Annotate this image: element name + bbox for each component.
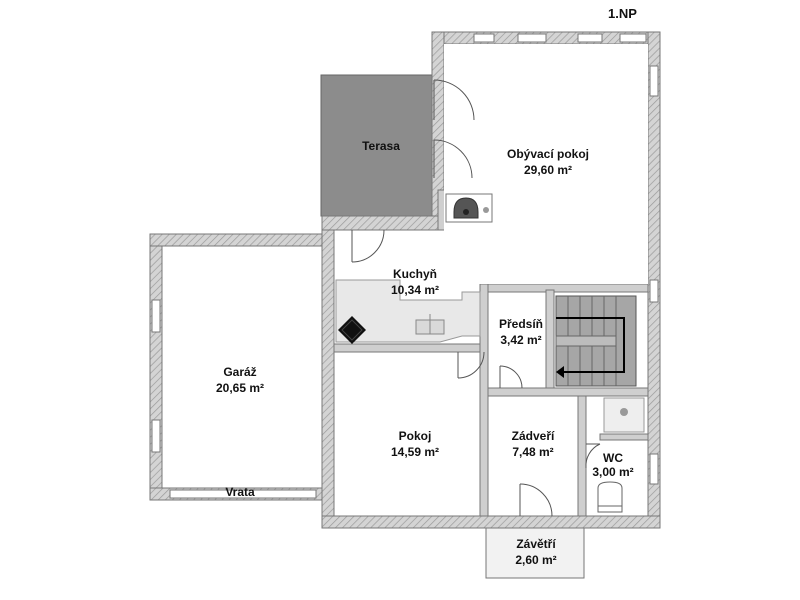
vestibule-area: 7,48 m² bbox=[512, 445, 553, 459]
porch-area bbox=[485, 526, 585, 579]
wc-label: WC bbox=[603, 451, 623, 465]
terrace-label: Terasa bbox=[362, 139, 400, 153]
kitchen-counter bbox=[335, 279, 481, 343]
kitchen-area: 10,34 m² bbox=[391, 283, 439, 297]
wc-area: 3,00 m² bbox=[592, 465, 633, 479]
garage-label: Garáž bbox=[223, 365, 256, 379]
garage-area: 20,65 m² bbox=[216, 381, 264, 395]
stair-arrow-icon bbox=[556, 366, 564, 378]
hob-icon bbox=[338, 316, 366, 344]
predsin-door bbox=[499, 365, 523, 389]
vestibule-label: Zádveří bbox=[512, 429, 555, 443]
living-room-floor-2 bbox=[500, 220, 648, 284]
kitchen-label: Kuchyň bbox=[393, 267, 437, 281]
pokoj-door bbox=[457, 351, 485, 379]
staircase bbox=[555, 295, 637, 387]
wc-door bbox=[585, 443, 601, 469]
hall-area: 3,42 m² bbox=[500, 333, 541, 347]
windows bbox=[151, 33, 659, 499]
living-room-area: 29,60 m² bbox=[524, 163, 572, 177]
porch-area-label: 2,60 m² bbox=[515, 553, 556, 567]
entrance-door bbox=[519, 483, 553, 517]
room-label: Pokoj bbox=[399, 429, 432, 443]
sink-icon bbox=[603, 397, 645, 433]
room-area: 14,59 m² bbox=[391, 445, 439, 459]
stove-icon bbox=[445, 193, 493, 223]
hall-label: Předsíň bbox=[499, 317, 543, 331]
garage-door-label: Vrata bbox=[225, 485, 255, 499]
kitchen-door bbox=[351, 229, 385, 263]
toilet-icon bbox=[597, 481, 623, 513]
terrace-doors bbox=[433, 79, 475, 179]
floor-label: 1.NP bbox=[608, 6, 637, 21]
porch-label: Závětří bbox=[516, 537, 556, 551]
living-room-label: Obývací pokoj bbox=[507, 147, 589, 161]
